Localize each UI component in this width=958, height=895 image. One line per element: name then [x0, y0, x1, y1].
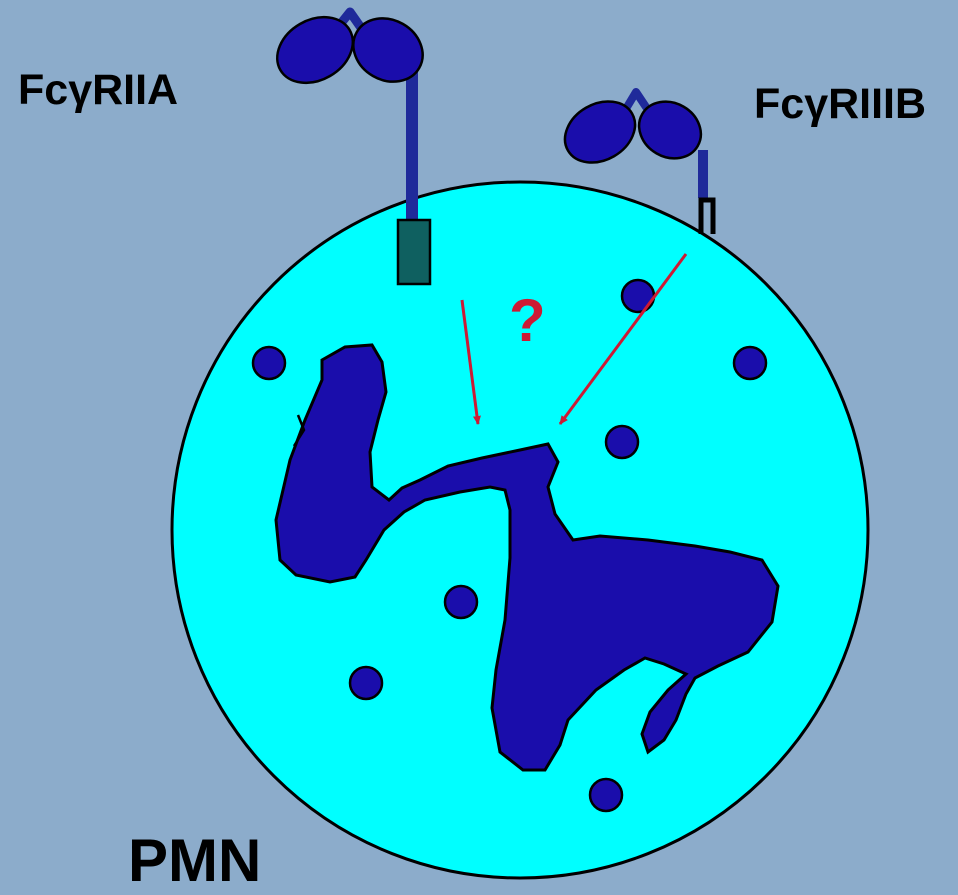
receptor-b-label: FcγRIIIB	[754, 80, 926, 129]
gpi-anchor	[701, 200, 713, 234]
question-mark: ?	[509, 286, 546, 355]
granule	[734, 347, 766, 379]
cell-label: PMN	[128, 826, 261, 895]
granule	[622, 280, 654, 312]
receptor-stalk	[406, 70, 418, 220]
granule	[445, 586, 477, 618]
receptor-a-label: FcγRIIA	[18, 66, 178, 115]
granule	[590, 779, 622, 811]
granule	[253, 347, 285, 379]
transmembrane-domain	[398, 220, 430, 284]
granule	[606, 426, 638, 458]
receptor-stalk	[698, 150, 708, 198]
granule	[350, 667, 382, 699]
